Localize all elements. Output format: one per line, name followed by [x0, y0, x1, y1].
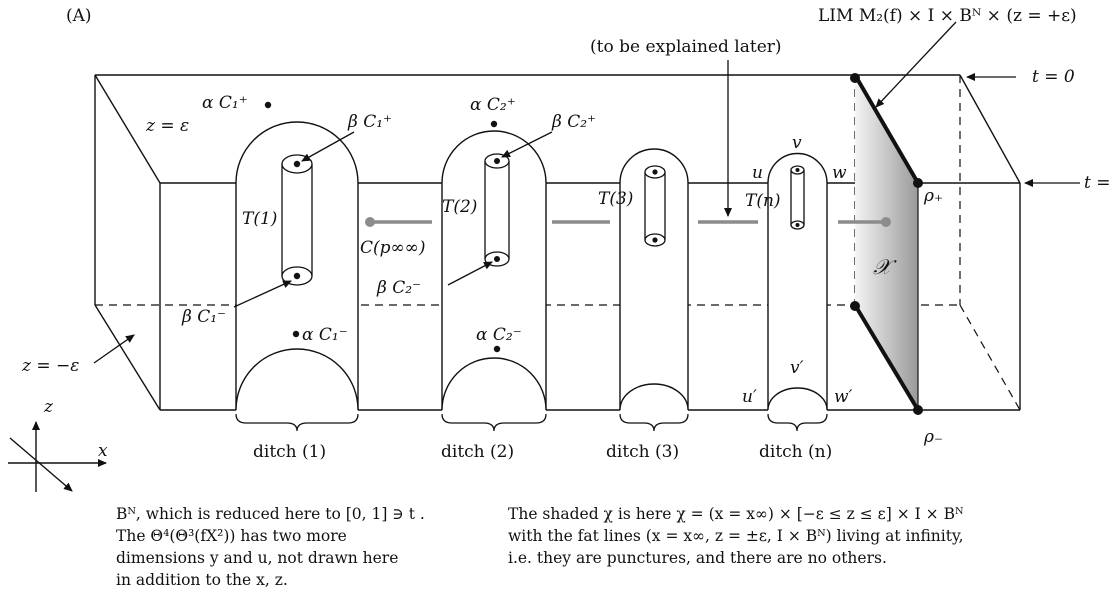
- caption-right: The shaded χ is here χ = (x = x∞) × [−ε …: [508, 503, 964, 569]
- label-ditch-2: ditch (2): [441, 442, 514, 462]
- caption-left-line: Bᴺ, which is reduced here to [0, 1] ∋ t …: [116, 505, 425, 523]
- caption-right-line: with the fat lines (x = x∞, z = ±ε, I × …: [508, 527, 964, 545]
- label-ditch-n: ditch (n): [759, 442, 832, 462]
- c-p-dot-right: [881, 217, 891, 227]
- left-top-slant: [94, 74, 161, 184]
- label-u-prime: u′: [742, 387, 757, 407]
- ditch-2-brace: [441, 413, 547, 432]
- label-ditch-3: ditch (3): [606, 442, 679, 462]
- cylinder-1: [281, 154, 313, 286]
- cylinder-n: [790, 165, 805, 230]
- label-beta-c2-minus: β C₂⁻: [376, 278, 421, 298]
- puncture-dot: [850, 73, 860, 83]
- arrow-beta-c2-minus: [447, 261, 493, 286]
- left-bottom-slant: [94, 304, 161, 411]
- label-lim: LIM M₂(f) × I × Bᴺ × (z = +ε): [818, 6, 1077, 26]
- alpha-c1-plus-dot: [264, 101, 272, 109]
- arch-2: [441, 130, 547, 410]
- label-w: w: [832, 163, 847, 183]
- puncture-dot: [850, 301, 860, 311]
- label-ditch-1: ditch (1): [253, 442, 326, 462]
- figure-tag: (A): [66, 6, 92, 26]
- caption-left-line: in addition to the x, z.: [116, 571, 288, 589]
- arrow-beta-c1-plus: [301, 131, 355, 162]
- alpha-c1-minus-dot: [292, 330, 300, 338]
- arrow-beta-c1-minus: [233, 280, 292, 308]
- label-t2-handle: T(2): [442, 197, 477, 217]
- ditch-1-shape: [235, 348, 359, 411]
- label-explained: (to be explained later): [590, 37, 782, 57]
- label-alpha-c2-minus: α C₂⁻: [476, 325, 522, 345]
- label-t1-handle: T(1): [242, 209, 277, 229]
- label-alpha-c2-plus: α C₂⁺: [470, 95, 516, 115]
- label-z-eps: z = ε: [145, 116, 189, 136]
- ditch-3-shape: [619, 383, 689, 411]
- label-u: u: [752, 163, 763, 183]
- label-alpha-c1-minus: α C₁⁻: [302, 325, 348, 345]
- ditch-2-shape: [441, 357, 547, 411]
- label-tn-handle: T(n): [745, 191, 781, 211]
- fat-line-bottom: [853, 303, 920, 412]
- cylinder-2: [484, 153, 510, 267]
- ditch-n-shape: [767, 387, 828, 411]
- label-t0: t = 0: [1032, 67, 1075, 87]
- label-v-prime: v′: [790, 358, 804, 378]
- label-beta-c1-minus: β C₁⁻: [181, 307, 226, 327]
- fat-line-top: [853, 73, 920, 185]
- label-axis-x: x: [98, 441, 108, 461]
- label-t1: t = 1: [1084, 173, 1113, 193]
- cylinder-3: [644, 165, 666, 247]
- label-beta-c1-plus: β C₁⁺: [347, 112, 392, 132]
- label-beta-c2-plus: β C₂⁺: [551, 112, 596, 132]
- c-p-dot-left: [365, 217, 375, 227]
- label-alpha-c1-plus: α C₁⁺: [202, 93, 248, 113]
- arch-3: [619, 148, 689, 410]
- axes: [8, 421, 107, 492]
- label-z-neg-eps: z = −ε: [21, 356, 79, 376]
- ditch-1-brace: [235, 413, 359, 432]
- caption-right-line: i.e. they are punctures, and there are n…: [508, 549, 887, 567]
- caption-right-line: The shaded χ is here χ = (x = x∞) × [−ε …: [508, 505, 964, 523]
- rho-minus-dot: [913, 405, 923, 415]
- arch-n: [767, 152, 828, 410]
- label-axis-z: z: [43, 397, 54, 417]
- label-rho-plus: ρ₊: [923, 186, 943, 206]
- label-w-prime: w′: [834, 387, 853, 407]
- arrow-beta-c2-plus: [501, 131, 553, 158]
- arrow-lim: [875, 21, 957, 108]
- alpha-c2-plus-dot: [490, 120, 498, 128]
- caption-left: Bᴺ, which is reduced here to [0, 1] ∋ t …: [116, 503, 425, 591]
- alpha-c2-minus-dot: [493, 345, 501, 353]
- axis-y-line: [9, 437, 73, 492]
- ditch-n-brace: [767, 413, 828, 432]
- caption-left-line: The Θ⁴(Θ³(fX²)) has two more: [116, 527, 347, 545]
- label-rho-minus: ρ₋: [923, 427, 943, 447]
- label-c-p: C(p∞∞): [360, 238, 425, 258]
- right-bottom-slant: [959, 304, 1021, 411]
- label-v: v: [792, 133, 802, 153]
- arrow-z-neg: [93, 334, 135, 364]
- right-top-slant: [959, 74, 1021, 184]
- label-t3-handle: T(3): [598, 189, 633, 209]
- ditch-3-brace: [619, 413, 689, 432]
- rho-plus-dot: [913, 178, 923, 188]
- caption-left-line: dimensions y and u, not drawn here: [116, 549, 399, 567]
